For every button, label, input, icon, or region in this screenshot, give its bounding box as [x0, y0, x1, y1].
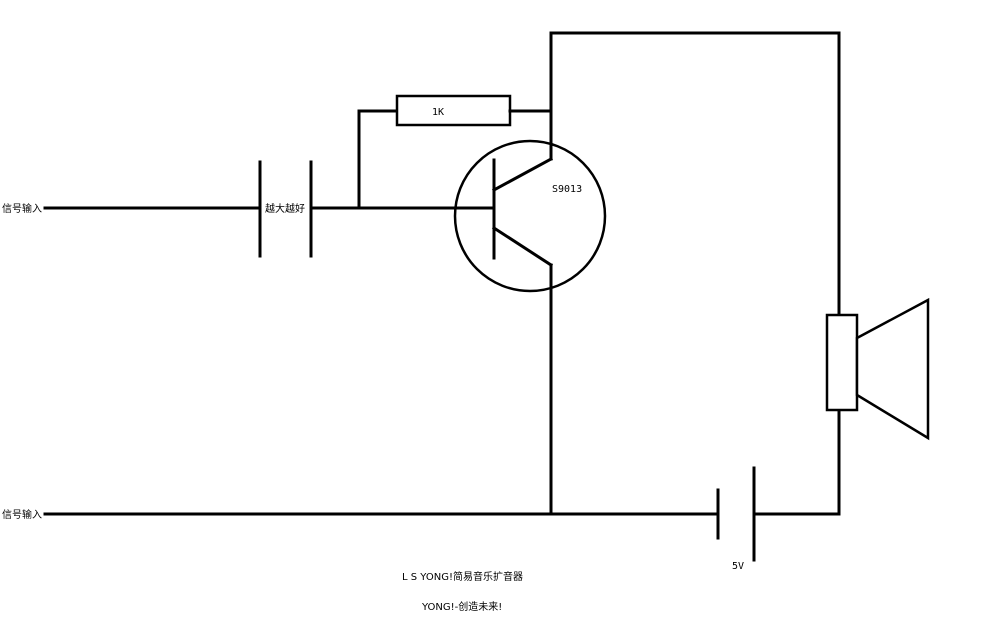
battery-label: 5V — [732, 561, 744, 572]
speaker-body — [825, 313, 859, 412]
transistor-label: S9013 — [552, 184, 582, 195]
resistor-1k — [395, 94, 512, 127]
transistor-collector-lead — [491, 156, 554, 193]
resistor-label: 1K — [432, 107, 444, 118]
transistor-s9013 — [453, 139, 607, 293]
slogan-text: YONG!-创造未来! — [421, 600, 502, 613]
title-text: L S YONG!简易音乐扩音器 — [402, 570, 523, 583]
speaker-cone — [855, 297, 930, 441]
transistor-emitter-lead — [491, 225, 554, 268]
input-label-bottom: 信号输入 — [2, 508, 42, 521]
input-label-top: 信号输入 — [2, 202, 42, 215]
feedback-wire-left — [357, 109, 399, 210]
collector-wire — [549, 31, 841, 317]
capacitor-label: 越大越好 — [265, 202, 305, 215]
battery-wire — [752, 408, 841, 516]
